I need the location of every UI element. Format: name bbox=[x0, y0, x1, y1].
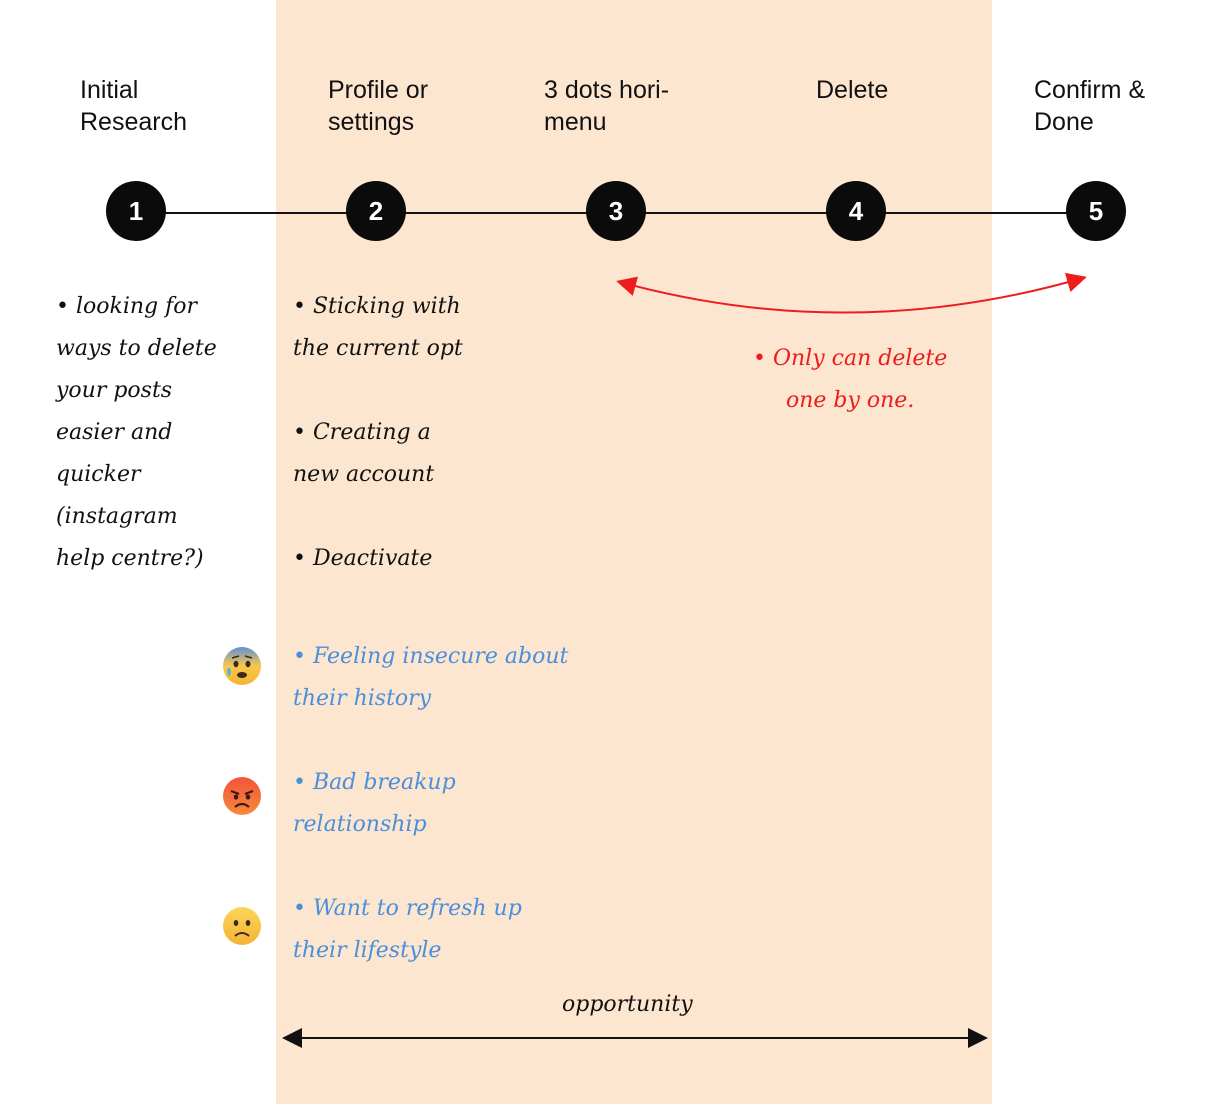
note-creating: • Creating a new account bbox=[293, 420, 435, 487]
step-title-5: Confirm & Done bbox=[1034, 76, 1146, 136]
anxious-sweat-face-icon bbox=[222, 646, 262, 686]
step-title-2: Profile or settings bbox=[328, 76, 429, 136]
step-circle-3: 3 bbox=[586, 181, 646, 241]
note-research: • looking for ways to delete your posts … bbox=[56, 294, 217, 571]
note-deactivate: • Deactivate bbox=[293, 546, 433, 571]
angry-face-icon bbox=[222, 776, 262, 816]
feeling-refresh: • Want to refresh up their lifestyle bbox=[293, 896, 522, 963]
step-title-1: Initial Research bbox=[80, 76, 187, 136]
step-circle-4: 4 bbox=[826, 181, 886, 241]
pain-point-arrow bbox=[616, 272, 1087, 314]
step-title-3: 3 dots hori- menu bbox=[544, 76, 670, 136]
opportunity-label: opportunity bbox=[562, 992, 693, 1017]
step-title-4: Delete bbox=[816, 76, 889, 104]
slightly-frowning-face-icon bbox=[222, 906, 262, 946]
step-circle-1: 1 bbox=[106, 181, 166, 241]
step-circle-2: 2 bbox=[346, 181, 406, 241]
note-sticking: • Sticking with the current opt bbox=[293, 294, 463, 361]
step-circle-5: 5 bbox=[1066, 181, 1126, 241]
feeling-insecure: • Feeling insecure about their history bbox=[293, 644, 569, 711]
opportunity-band bbox=[276, 0, 992, 1104]
feeling-breakup: • Bad breakup relationship bbox=[293, 770, 456, 837]
note-only-delete: • Only can delete one by one. bbox=[753, 346, 948, 413]
